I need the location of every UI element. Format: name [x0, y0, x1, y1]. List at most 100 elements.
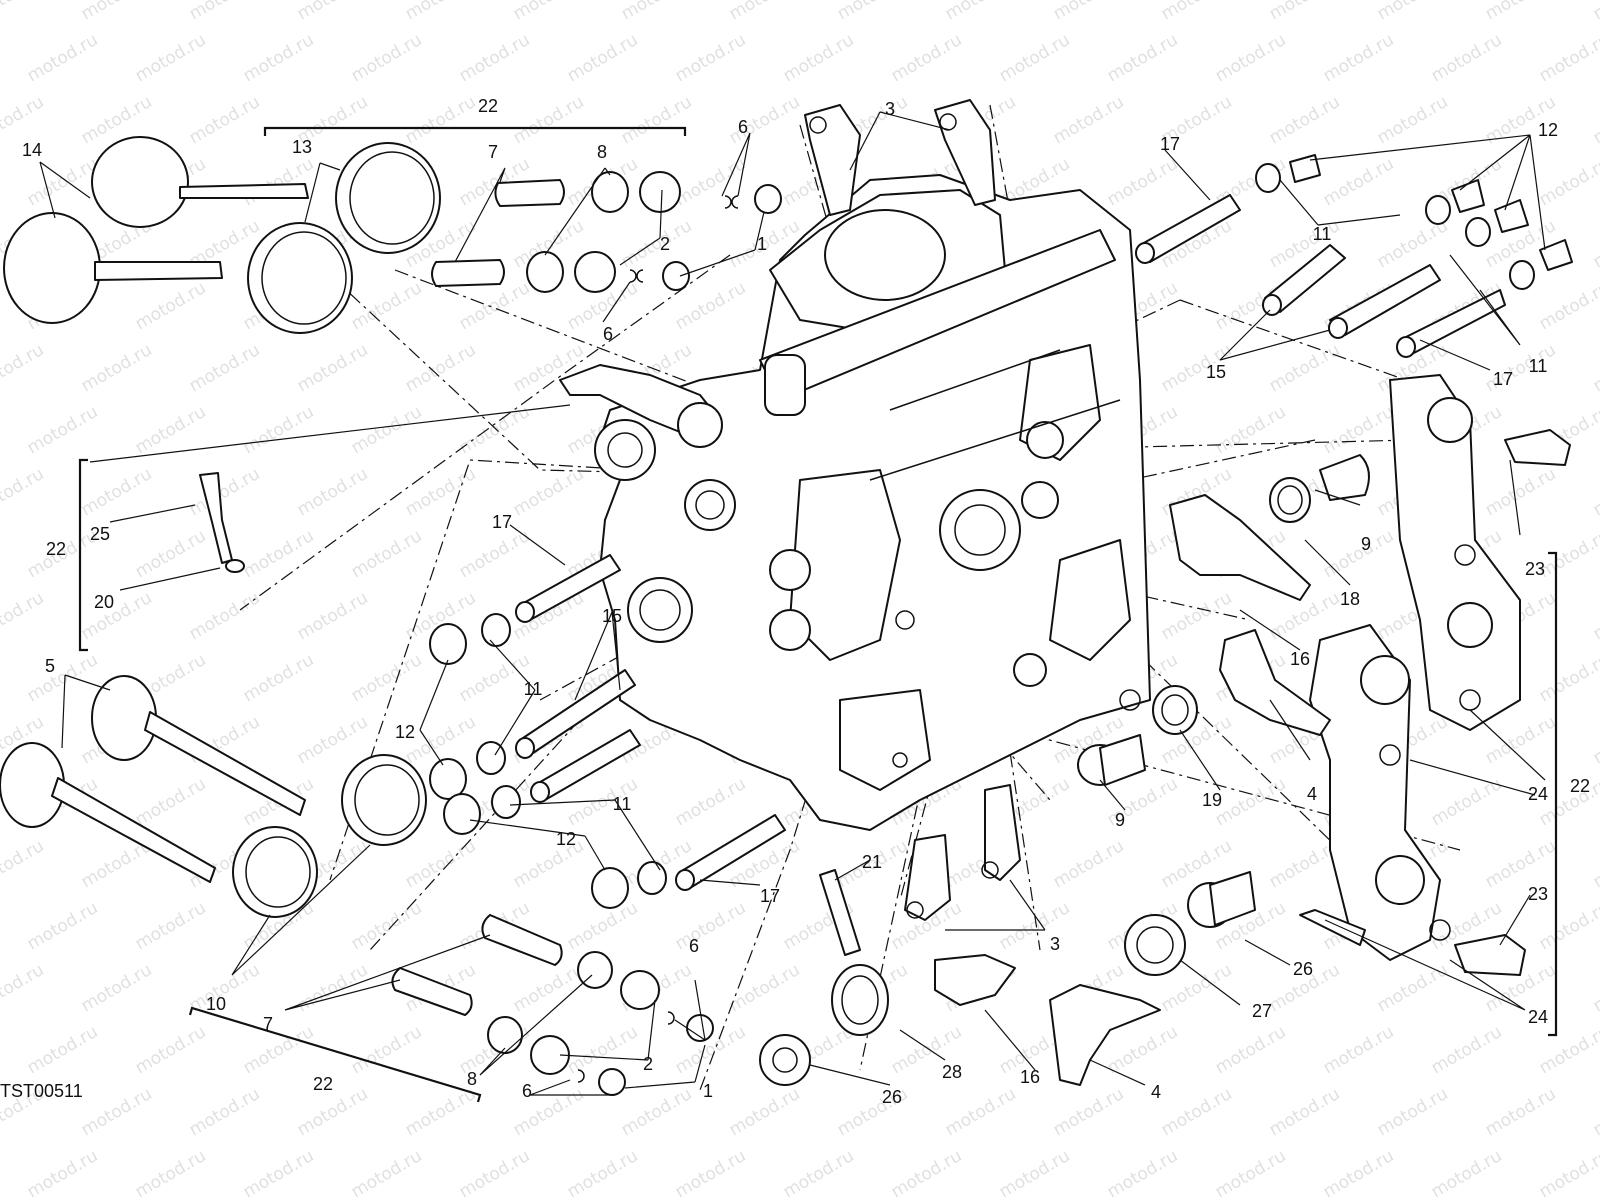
- watermark-text: motod.ru: [402, 836, 480, 892]
- watermark-text: motod.ru: [0, 588, 47, 644]
- watermark-text: motod.ru: [1158, 1084, 1236, 1140]
- drawing-code: TST00511: [0, 1081, 83, 1101]
- watermark-text: motod.ru: [1536, 278, 1600, 334]
- group-brackets: [78, 126, 1558, 1103]
- callout-23b: 23: [1528, 884, 1548, 904]
- watermark-text: motod.ru: [294, 464, 372, 520]
- watermark-text: motod.ru: [402, 0, 480, 24]
- watermark-text: motod.ru: [132, 1022, 210, 1078]
- watermark-text: motod.ru: [240, 1022, 318, 1078]
- callout-22b: 22: [46, 539, 66, 559]
- callout-24b: 24: [1528, 1007, 1548, 1027]
- callout-3: 3: [885, 99, 895, 119]
- callout-6c: 6: [689, 936, 699, 956]
- watermark-text: motod.ru: [348, 526, 426, 582]
- callout-1: 1: [757, 234, 767, 254]
- watermark-text: motod.ru: [0, 464, 47, 520]
- watermark-text: motod.ru: [672, 30, 750, 86]
- watermark-text: motod.ru: [1590, 92, 1600, 148]
- rocker-spring-group-bottom: [759, 784, 1366, 1086]
- watermark-text: motod.ru: [132, 1146, 210, 1200]
- watermark-text: motod.ru: [1212, 402, 1290, 458]
- watermark-text: motod.ru: [78, 0, 156, 24]
- watermark-text: motod.ru: [888, 30, 966, 86]
- callout-27: 27: [1252, 1001, 1272, 1021]
- callout-4b: 4: [1151, 1082, 1161, 1102]
- watermark-text: motod.ru: [24, 898, 102, 954]
- watermark-text: motod.ru: [996, 898, 1074, 954]
- watermark-text: motod.ru: [996, 1146, 1074, 1200]
- valve-group-bottom-left: [0, 675, 427, 918]
- watermark-text: motod.ru: [240, 154, 318, 210]
- watermark-text: motod.ru: [834, 0, 912, 24]
- watermark-text: motod.ru: [510, 0, 588, 24]
- watermark-text: motod.ru: [78, 588, 156, 644]
- watermark-text: motod.ru: [78, 340, 156, 396]
- callout-12: 12: [1538, 120, 1558, 140]
- watermark-text: motod.ru: [510, 464, 588, 520]
- watermark-text: motod.ru: [78, 960, 156, 1016]
- watermark-text: motod.ru: [294, 960, 372, 1016]
- callout-13: 13: [292, 137, 312, 157]
- watermark-text: motod.ru: [78, 464, 156, 520]
- plug-tube-group-left: [429, 554, 786, 909]
- watermark-text: motod.ru: [1428, 1022, 1506, 1078]
- callout-25: 25: [90, 524, 110, 544]
- callout-2: 2: [660, 234, 670, 254]
- watermark-text: motod.ru: [24, 1146, 102, 1200]
- spring-bushing-group: [1077, 454, 1370, 976]
- watermark-text: motod.ru: [888, 1146, 966, 1200]
- watermark-text: motod.ru: [510, 92, 588, 148]
- callout-8: 8: [597, 142, 607, 162]
- callout-15b: 15: [602, 606, 622, 626]
- watermark-text: motod.ru: [456, 526, 534, 582]
- callout-26b: 26: [882, 1087, 902, 1107]
- watermark-text: motod.ru: [618, 1084, 696, 1140]
- watermark-text: motod.ru: [1590, 712, 1600, 768]
- watermark-text: motod.ru: [1050, 836, 1128, 892]
- callout-11d: 11: [613, 794, 632, 814]
- callout-11c: 11: [524, 679, 543, 699]
- watermark-text: motod.ru: [348, 898, 426, 954]
- watermark-text: motod.ru: [942, 0, 1020, 24]
- watermark-text: motod.ru: [1320, 1146, 1398, 1200]
- watermark-text: motod.ru: [1050, 1084, 1128, 1140]
- watermark-text: motod.ru: [0, 960, 47, 1016]
- watermark-text: motod.ru: [24, 650, 102, 706]
- callout-4: 4: [1307, 784, 1317, 804]
- watermark-text: motod.ru: [0, 836, 47, 892]
- watermark-text: motod.ru: [672, 1146, 750, 1200]
- watermark-text: motod.ru: [348, 30, 426, 86]
- watermark-text: motod.ru: [726, 1084, 804, 1140]
- watermark-text: motod.ru: [672, 774, 750, 830]
- watermark-text: motod.ru: [132, 278, 210, 334]
- callout-1b: 1: [703, 1081, 713, 1101]
- watermark-text: motod.ru: [456, 30, 534, 86]
- watermark-text: motod.ru: [1266, 0, 1344, 24]
- callout-14: 14: [22, 140, 42, 160]
- callout-21: 21: [862, 852, 882, 872]
- watermark-text: motod.ru: [78, 1084, 156, 1140]
- watermark-text: motod.ru: [1482, 0, 1560, 24]
- watermark-text: motod.ru: [456, 278, 534, 334]
- watermark-text: motod.ru: [1590, 0, 1600, 24]
- watermark-text: motod.ru: [618, 0, 696, 24]
- watermark-text: motod.ru: [672, 154, 750, 210]
- watermark-text: motod.ru: [1428, 774, 1506, 830]
- watermark-text: motod.ru: [402, 464, 480, 520]
- watermark-text: motod.ru: [240, 30, 318, 86]
- watermark-text: motod.ru: [942, 1084, 1020, 1140]
- watermark-text: motod.ru: [456, 1146, 534, 1200]
- callout-23: 23: [1525, 559, 1545, 579]
- watermark-text: motod.ru: [996, 30, 1074, 86]
- callout-6b: 6: [603, 324, 613, 344]
- watermark-text: motod.ru: [1428, 1146, 1506, 1200]
- watermark-text: motod.ru: [240, 526, 318, 582]
- callout-5: 5: [45, 656, 55, 676]
- watermark-text: motod.ru: [1536, 526, 1600, 582]
- watermark-text: motod.ru: [780, 30, 858, 86]
- watermark-text: motod.ru: [24, 402, 102, 458]
- watermark-text: motod.ru: [1158, 0, 1236, 24]
- watermark-text: motod.ru: [1266, 1084, 1344, 1140]
